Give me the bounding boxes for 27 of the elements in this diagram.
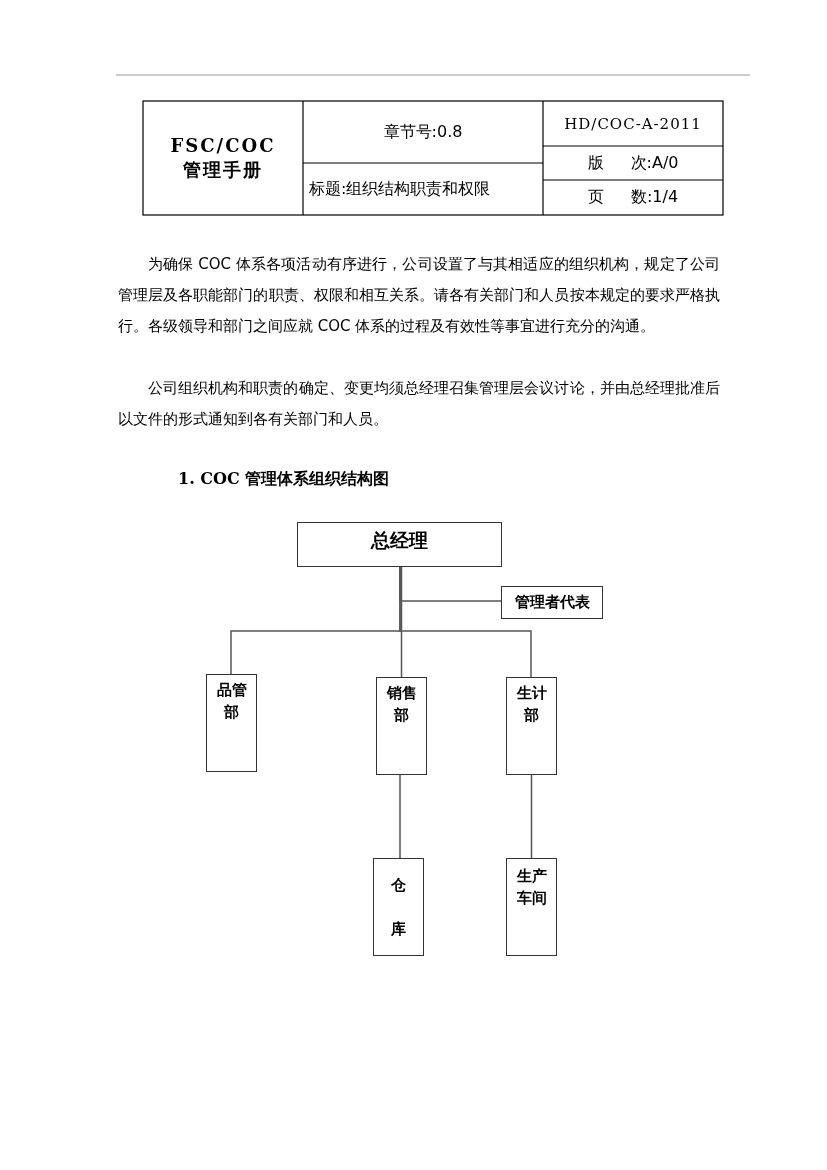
box-label: 品管部 [216,680,247,723]
box-label: 生产车间 [516,866,547,909]
box-label: 仓库 [391,875,406,940]
table-cell-text: 页 数:1/4 [586,186,680,208]
org-box [506,858,557,956]
connector-line [399,566,532,678]
connector-line [399,774,401,859]
org-box [373,858,424,956]
body-paragraph: 为确保 COC 体系各项活动有序进行，公司设置了与其相适应的组织机构，规定了公司管理层及各职能部门的职责、权限和相互关系。请各有关部门和人员按本规定的要求严格执行。各级领导和部门之间应就 COC 体系的过程及有效性等事宜进行充分的沟通。 [118,254,720,337]
connector-line [530,774,533,859]
table-cell-text: FSC/COC 管理手册 [169,134,277,182]
org-box [297,522,502,567]
table-cell-text: HD/COC-A-2011 [563,113,703,135]
connector-line [400,566,403,678]
box-label: 管理者代表 [513,592,591,613]
box-label: 销售部 [386,683,417,726]
table-cell-text: 版 次:A/0 [586,151,680,174]
org-box [376,677,427,775]
section-heading: 1. COC 管理体系组织结构图 [178,468,391,490]
org-box [501,586,603,619]
org-box [206,674,257,772]
box-label: 总经理 [369,529,429,551]
org-box [506,677,557,775]
box-label: 生计部 [516,683,547,726]
table-cell-text: 标题:组织结构职责和权限 [308,177,492,200]
body-paragraph: 公司组织机构和职责的确定、变更均须总经理召集管理层会议讨论，并由总经理批准后以文件的形式通知到各有关部门和人员。 [118,378,720,430]
table-cell-text: 章节号:0.8 [382,120,464,143]
